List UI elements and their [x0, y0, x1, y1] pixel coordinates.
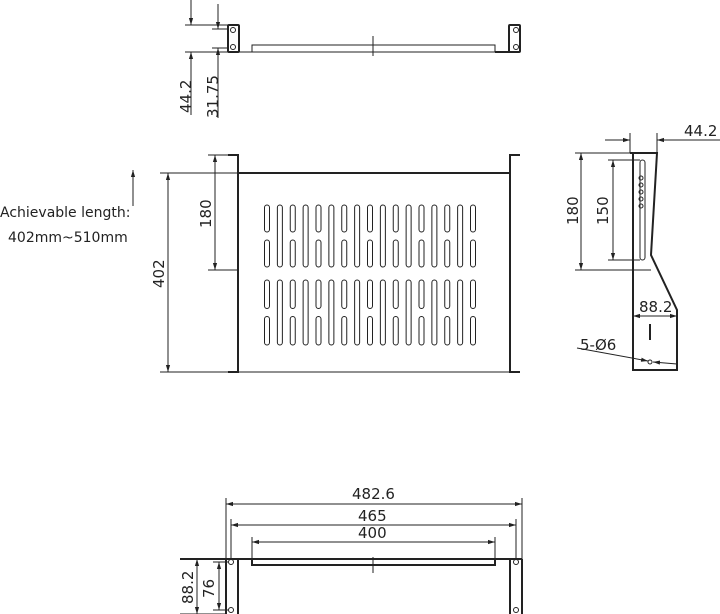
vent-slot: [341, 204, 348, 233]
vent-slot: [289, 239, 296, 268]
vent-slot: [264, 204, 270, 233]
front-view: 482.6 465 400 88.2 76: [179, 485, 523, 614]
right-ear: [508, 24, 521, 53]
vent-slot: [444, 279, 451, 309]
vent-slot: [392, 239, 399, 268]
dim-front-mount: 465: [358, 507, 387, 525]
vent-slot: [289, 316, 296, 346]
vent-slot: [367, 239, 373, 268]
plan-view: 402 180: [150, 154, 520, 373]
vent-slot: [418, 239, 425, 268]
dim-side-holes: 5-Ø6: [580, 336, 616, 354]
vent-slot: [431, 279, 438, 346]
dim-side-width: 44.2: [684, 122, 717, 140]
vent-slot: [341, 316, 348, 346]
dim-top-hole-spacing: 31.75: [204, 75, 222, 118]
vent-slot: [302, 279, 309, 346]
vent-slot: [444, 316, 451, 346]
vent-slot: [379, 204, 386, 268]
note-line-2: 402mm~510mm: [8, 230, 128, 246]
vent-slot: [470, 239, 476, 268]
vent-slot: [315, 316, 322, 346]
vent-slot: [405, 204, 412, 268]
vent-slot: [315, 204, 322, 233]
vent-slot: [405, 279, 412, 346]
vent-slot: [418, 204, 425, 233]
vent-slot: [379, 279, 386, 346]
vent-slot: [392, 316, 399, 346]
vent-slot: [341, 239, 348, 268]
vent-slot: [276, 204, 283, 268]
vent-slot: [289, 204, 296, 233]
dim-side-bracket: 180: [564, 196, 582, 225]
dim-front-height: 88.2: [179, 571, 197, 604]
vent-slot: [392, 279, 399, 309]
vent-slot: [315, 239, 322, 268]
vent-slot: [470, 316, 476, 346]
dim-side-slot: 150: [594, 196, 612, 225]
dim-front-hole-spacing: 76: [200, 579, 218, 598]
vent-slot: [276, 279, 283, 346]
vent-slot: [418, 316, 425, 346]
vent-slot: [367, 279, 373, 309]
vent-slots: [264, 204, 476, 346]
vent-slot: [457, 204, 464, 268]
vent-slot: [470, 204, 476, 233]
vent-slot: [431, 204, 438, 268]
vent-slot: [302, 204, 309, 268]
note-line-1: Achievable length:: [0, 205, 130, 221]
vent-slot: [354, 279, 361, 346]
dim-front-overall: 482.6: [352, 485, 395, 503]
vent-slot: [328, 204, 335, 268]
vent-slot: [392, 204, 399, 233]
vent-slot: [457, 279, 464, 346]
dim-front-shelf: 400: [358, 524, 387, 542]
top-view: 44.2 31.75: [177, 0, 521, 118]
dim-top-height: 44.2: [177, 80, 195, 113]
vent-slot: [264, 316, 270, 346]
left-ear: [227, 24, 240, 53]
vent-slot: [444, 204, 451, 233]
vent-slot: [354, 204, 361, 268]
vent-slot: [328, 279, 335, 346]
length-note: Achievable length: 402mm~510mm: [0, 170, 136, 246]
side-view: 44.2 180 150 88.2 5-Ø6: [564, 122, 720, 371]
vent-slot: [264, 279, 270, 309]
vent-slot: [470, 279, 476, 309]
vent-slot: [367, 204, 373, 233]
dim-plan-bracket: 180: [197, 199, 215, 228]
vent-slot: [315, 279, 322, 309]
vent-slot: [418, 279, 425, 309]
vent-slot: [367, 316, 373, 346]
dim-side-ear: 88.2: [639, 298, 672, 316]
vent-slot: [289, 279, 296, 309]
vent-slot: [264, 239, 270, 268]
vent-slot: [341, 279, 348, 309]
dim-plan-depth: 402: [150, 259, 168, 288]
vent-slot: [444, 239, 451, 268]
